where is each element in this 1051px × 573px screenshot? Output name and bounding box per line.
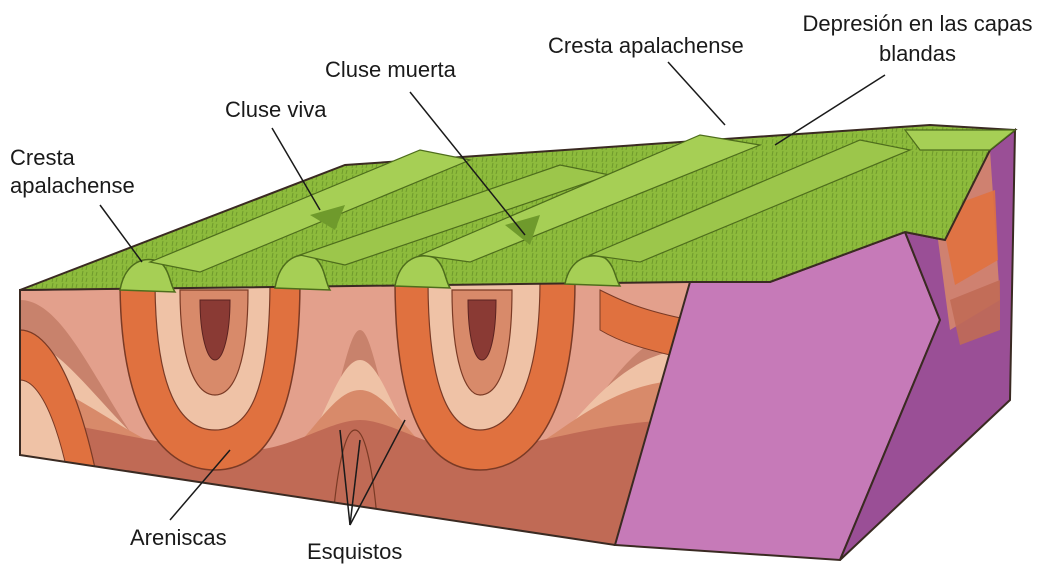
label-cresta-left-line2: apalachense <box>10 174 135 198</box>
label-depresion-line1: Depresión en las capas <box>790 12 1045 36</box>
label-areniscas: Areniscas <box>130 526 227 550</box>
label-esquistos: Esquistos <box>307 540 402 564</box>
label-cluse-viva: Cluse viva <box>225 98 326 122</box>
label-cluse-muerta: Cluse muerta <box>325 58 456 82</box>
label-cresta-right: Cresta apalachense <box>548 34 744 58</box>
label-cresta-left-line1: Cresta <box>10 146 75 170</box>
label-depresion-line2: blandas <box>790 42 1045 66</box>
leader-cresta-right <box>668 62 725 125</box>
